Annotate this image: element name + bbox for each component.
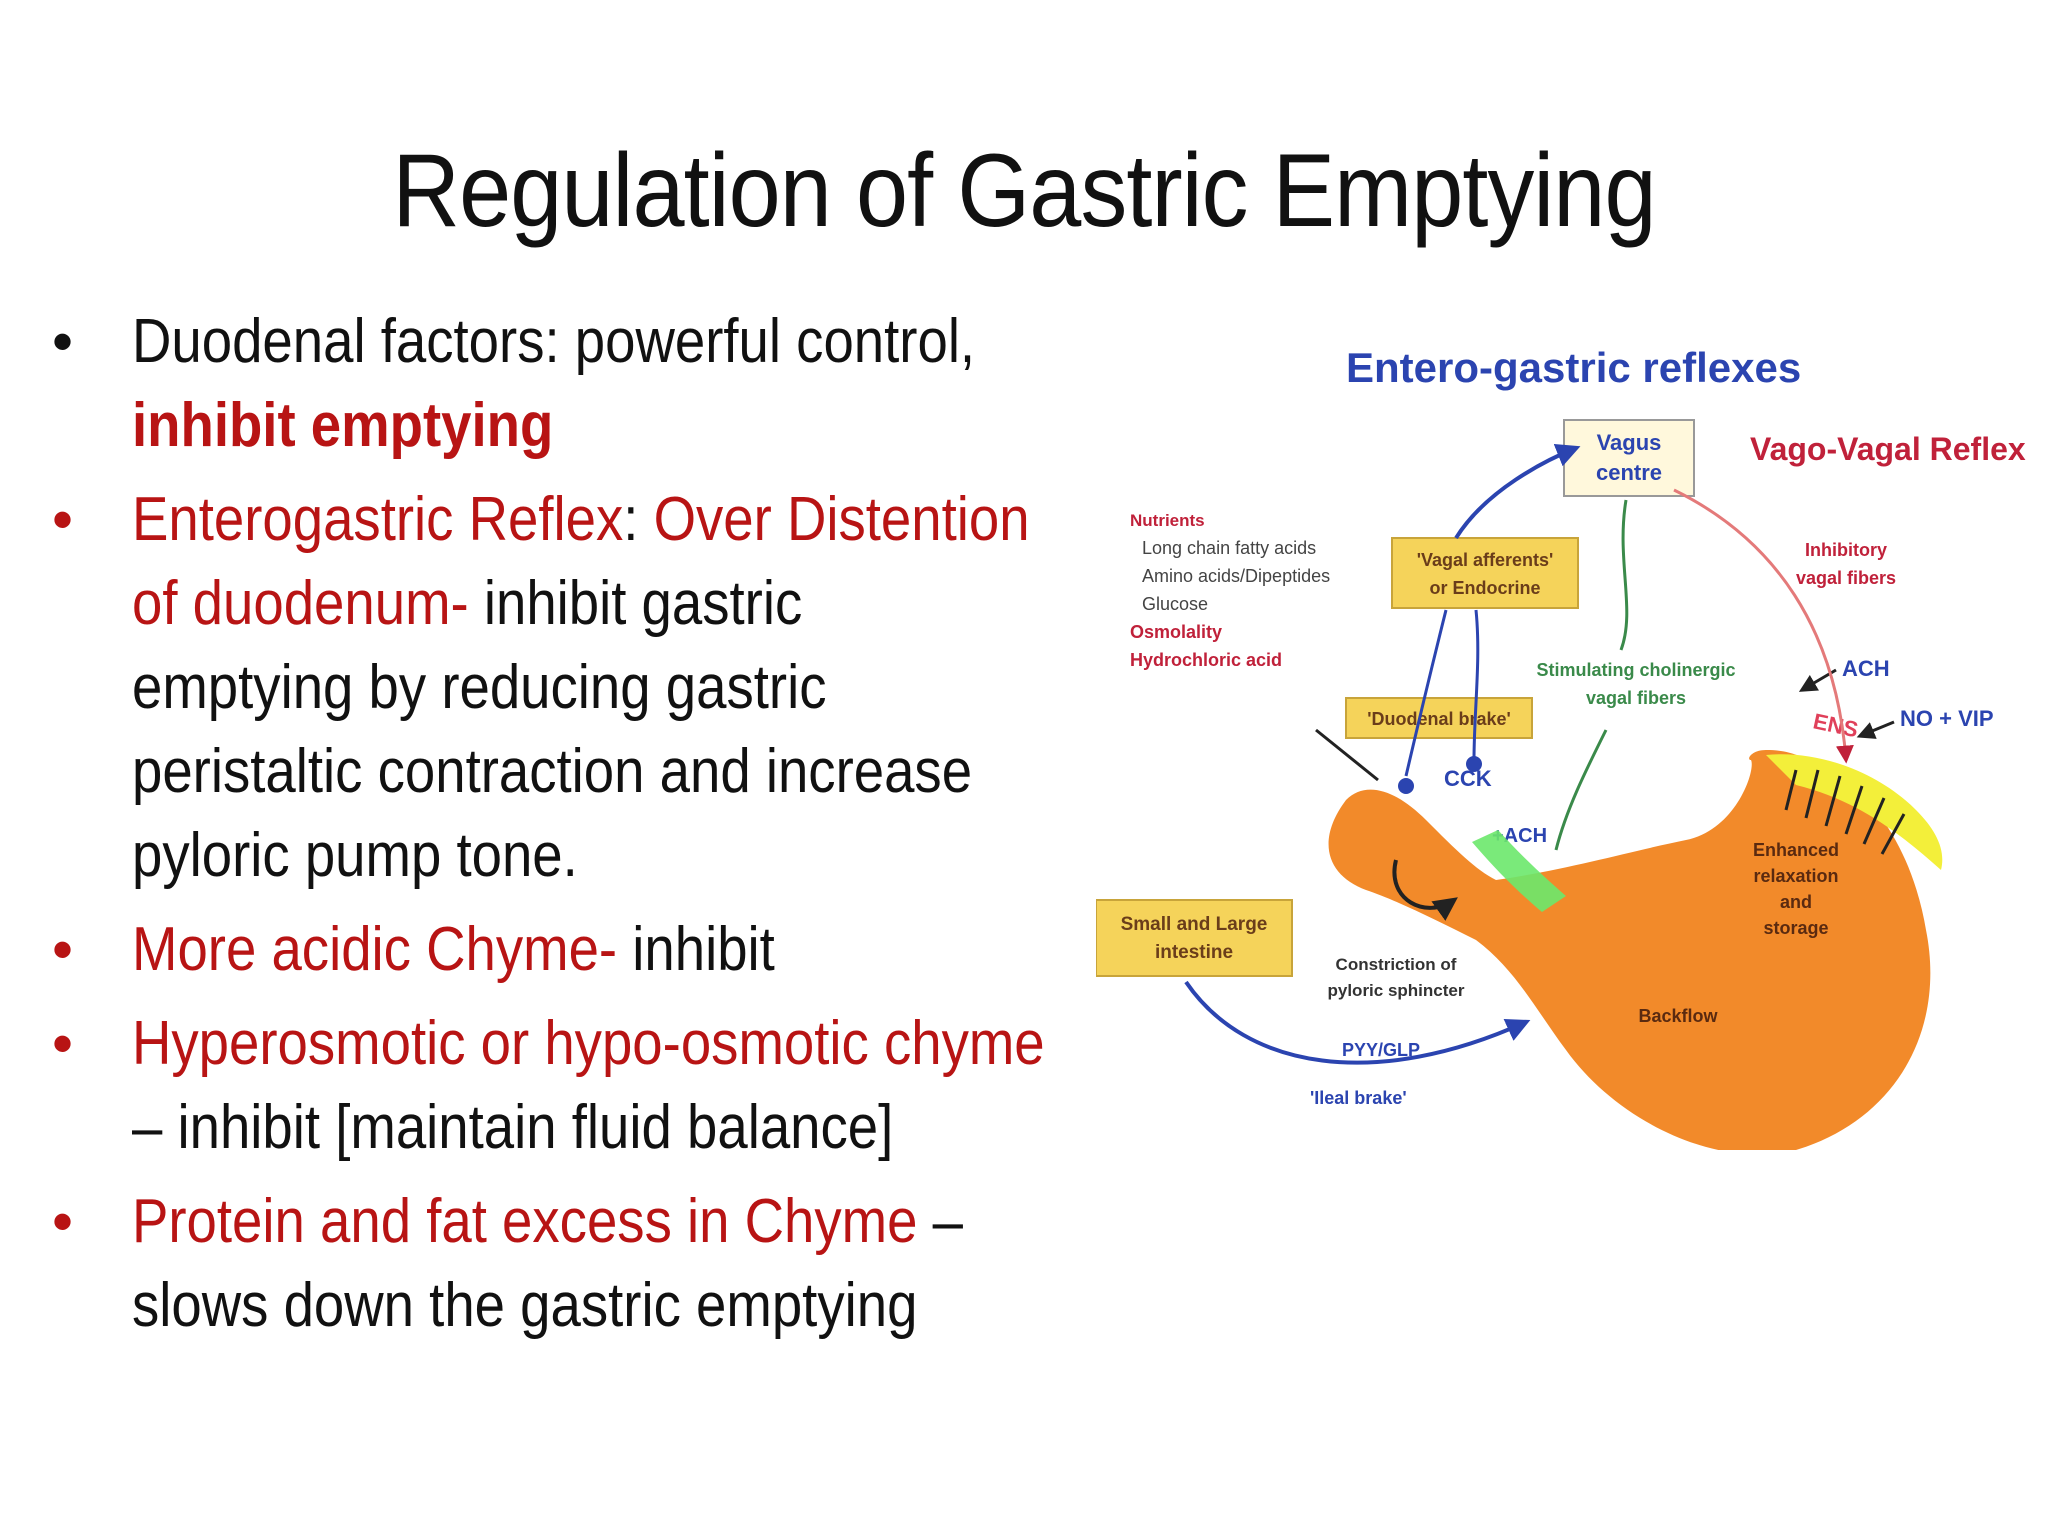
- bullet-text: Duodenal factors: powerful control,: [132, 307, 976, 376]
- bullet-dot: •: [52, 486, 74, 553]
- bullet-emphasis: inhibit emptying: [132, 391, 554, 460]
- vago-vagal-label: Vago-Vagal Reflex: [1750, 431, 2026, 467]
- stimulating-green-path: [1554, 729, 1608, 851]
- constriction-arrow: [1392, 859, 1458, 921]
- bullet-text: :: [623, 485, 654, 554]
- bullet-item-acidic: • More acidic Chyme- inhibit: [48, 908, 1098, 992]
- bullet-item-duodenal: • Duodenal factors: powerful control, in…: [48, 300, 1098, 468]
- ens-label: ENS: [1811, 708, 1860, 742]
- stimulating-label: vagal fibers: [1586, 688, 1686, 708]
- receptor-dot: [1398, 778, 1414, 794]
- constriction-label: Constriction of: [1336, 955, 1457, 974]
- vagal-afferents-label: or Endocrine: [1429, 578, 1540, 598]
- enhanced-label: storage: [1763, 918, 1828, 938]
- bullet-item-osmotic: • Hyperosmotic or hypo-osmotic chyme – i…: [48, 1002, 1098, 1170]
- efferent-green-path: [1619, 499, 1629, 651]
- ach-label: ACH: [1842, 656, 1890, 681]
- intestine-box: [1096, 899, 1293, 977]
- vagal-blue-path-2: [1472, 609, 1480, 761]
- bullet-item-protein-fat: • Protein and fat excess in Chyme – slow…: [48, 1180, 1098, 1348]
- vagus-centre-label: Vagus: [1597, 430, 1662, 455]
- fold-lines: [1784, 769, 1906, 855]
- efferent-inhibitory-path: [1673, 488, 1854, 764]
- intestine-label: Small and Large: [1121, 914, 1268, 935]
- duodenal-brake-label: 'Duodenal brake': [1367, 709, 1511, 729]
- no-vip-arrow: [1856, 720, 1895, 739]
- stomach-folds: [1766, 754, 1943, 870]
- spacer: [48, 468, 1098, 478]
- enhanced-label: Enhanced: [1753, 840, 1839, 860]
- enhanced-label: relaxation: [1753, 866, 1838, 886]
- nutrient-pointer: [1315, 728, 1379, 782]
- afferent-path: [1454, 443, 1581, 540]
- bullet-dot: •: [52, 916, 74, 983]
- receptor-dot: [1466, 756, 1482, 772]
- constriction-label: pyloric sphincter: [1328, 981, 1465, 1000]
- bullet-item-enterogastric: • Enterogastric Reflex: Over Distention …: [48, 478, 1098, 898]
- nutrients-label: Nutrients: [1130, 511, 1205, 530]
- inhibitory-label: Inhibitory: [1805, 540, 1887, 560]
- inhibitory-label: vagal fibers: [1796, 568, 1896, 588]
- vagus-centre-label: centre: [1596, 460, 1662, 485]
- no-vip-label: NO + VIP: [1900, 706, 1994, 731]
- vagal-blue-path-1: [1404, 609, 1448, 777]
- slide-title: Regulation of Gastric Emptying: [392, 133, 1656, 249]
- vagal-afferents-box: [1391, 537, 1579, 609]
- bullet-text: inhibit gastric emptying by reducing gas…: [132, 569, 973, 890]
- nutrient-item: Glucose: [1142, 594, 1208, 614]
- ileal-brake-arc: [1184, 980, 1531, 1065]
- backflow-label: Backflow: [1638, 1006, 1718, 1026]
- stomach-shape: [1328, 750, 1931, 1150]
- spacer: [48, 1170, 1098, 1180]
- bullet-highlight: Protein and fat excess in Chyme: [132, 1187, 933, 1256]
- bullet-dot: •: [52, 1010, 74, 1077]
- bullet-list: • Duodenal factors: powerful control, in…: [48, 300, 1098, 1348]
- diagram-heading: Entero-gastric reflexes: [1346, 344, 1801, 391]
- duodenal-brake-box: [1345, 697, 1533, 739]
- bullet-highlight: Enterogastric Reflex: [132, 485, 624, 554]
- enhanced-label: and: [1780, 892, 1812, 912]
- bullet-text: – inhibit [maintain fluid balance]: [132, 1093, 894, 1162]
- bullet-dot: •: [52, 308, 74, 375]
- bullet-highlight: Hyperosmotic or hypo-osmotic chyme: [132, 1009, 1045, 1078]
- bullet-text: inhibit: [632, 915, 775, 984]
- hydrochloric-label: Hydrochloric acid: [1130, 650, 1282, 670]
- spacer: [48, 992, 1098, 1002]
- spacer: [48, 898, 1098, 908]
- nutrient-item: Amino acids/Dipeptides: [1142, 566, 1330, 586]
- bullet-highlight: More acidic Chyme-: [132, 915, 633, 984]
- bullet-highlight: Over Distention of duodenum-: [132, 485, 1030, 638]
- vagus-centre-box: [1563, 419, 1695, 497]
- pyy-label: PYY/GLP: [1342, 1040, 1420, 1060]
- ileal-brake-label: 'Ileal brake': [1310, 1088, 1407, 1108]
- entero-gastric-diagram: Entero-gastric reflexes Vagus centre Vag…: [1096, 344, 2026, 1150]
- pylorus-band: [1472, 830, 1566, 912]
- intestine-label: intestine: [1155, 942, 1233, 963]
- stimulating-label: Stimulating cholinergic: [1536, 660, 1735, 680]
- osmolality-label: Osmolality: [1130, 622, 1222, 642]
- bullet-text: – slows down the gastric emptying: [132, 1187, 963, 1340]
- bullet-dot: •: [52, 1188, 74, 1255]
- nutrient-item: Long chain fatty acids: [1142, 538, 1316, 558]
- cck-label: CCK: [1444, 766, 1492, 791]
- vagal-afferents-label: 'Vagal afferents': [1417, 550, 1554, 570]
